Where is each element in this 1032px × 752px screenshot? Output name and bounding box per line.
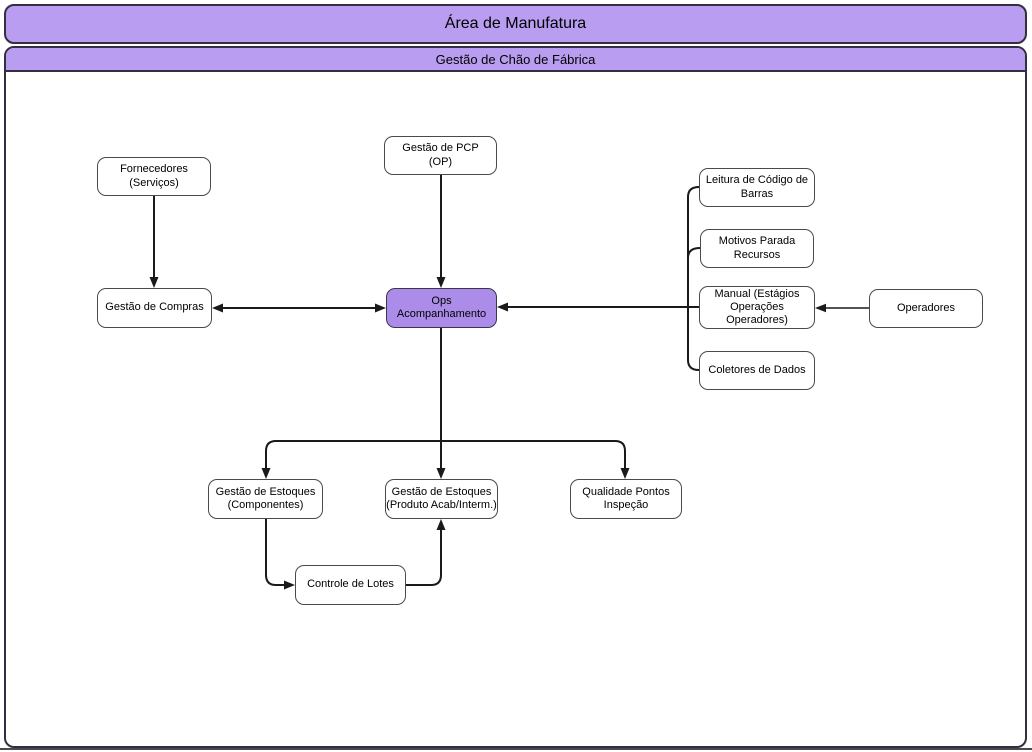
shop-floor-title-bar: Gestão de Chão de Fábrica — [6, 48, 1025, 72]
node-operadores: Operadores — [869, 289, 983, 328]
node-coletores-dados-label: Coletores de Dados — [708, 363, 806, 376]
frame-subtitle: Gestão de Chão de Fábrica — [435, 51, 596, 67]
node-ops-acompanhamento-label: Ops Acompanhamento — [396, 294, 487, 320]
node-coletores-dados: Coletores de Dados — [699, 351, 815, 390]
node-operadores-label: Operadores — [896, 301, 956, 314]
node-estoques-produto: Gestão de Estoques (Produto Acab/Interm.… — [385, 479, 498, 519]
node-fornecedores-label: Fornecedores (Serviços) — [120, 163, 188, 189]
node-gestao-compras-label: Gestão de Compras — [105, 301, 204, 314]
node-manual-estagios: Manual (Estágios Operações Operadores) — [699, 286, 815, 329]
page-bottom-divider — [0, 748, 1032, 750]
node-qualidade-inspecao: Qualidade Pontos Inspeção — [570, 479, 682, 519]
area-title-bar: Área de Manufatura — [4, 4, 1027, 44]
page-title: Área de Manufatura — [444, 15, 587, 32]
node-estoques-componentes: Gestão de Estoques (Componentes) — [208, 479, 323, 519]
node-leitura-codigo-barras-label: Leitura de Código de Barras — [705, 174, 809, 200]
node-estoques-produto-label: Gestão de Estoques (Produto Acab/Interm.… — [386, 485, 497, 511]
node-gestao-pcp: Gestão de PCP (OP) — [384, 136, 497, 175]
shop-floor-frame: Gestão de Chão de Fábrica — [4, 46, 1027, 748]
node-controle-lotes-label: Controle de Lotes — [307, 578, 394, 591]
node-motivos-parada-label: Motivos Parada Recursos — [718, 235, 796, 261]
node-motivos-parada: Motivos Parada Recursos — [700, 229, 814, 268]
node-controle-lotes: Controle de Lotes — [295, 565, 406, 605]
node-estoques-componentes-label: Gestão de Estoques (Componentes) — [215, 485, 316, 511]
node-qualidade-inspecao-label: Qualidade Pontos Inspeção — [582, 485, 670, 511]
node-leitura-codigo-barras: Leitura de Código de Barras — [699, 168, 815, 207]
node-gestao-pcp-label: Gestão de PCP (OP) — [402, 142, 479, 168]
node-gestao-compras: Gestão de Compras — [97, 288, 212, 328]
node-ops-acompanhamento: Ops Acompanhamento — [386, 288, 497, 328]
node-manual-estagios-label: Manual (Estágios Operações Operadores) — [714, 287, 800, 327]
node-fornecedores: Fornecedores (Serviços) — [97, 157, 211, 196]
